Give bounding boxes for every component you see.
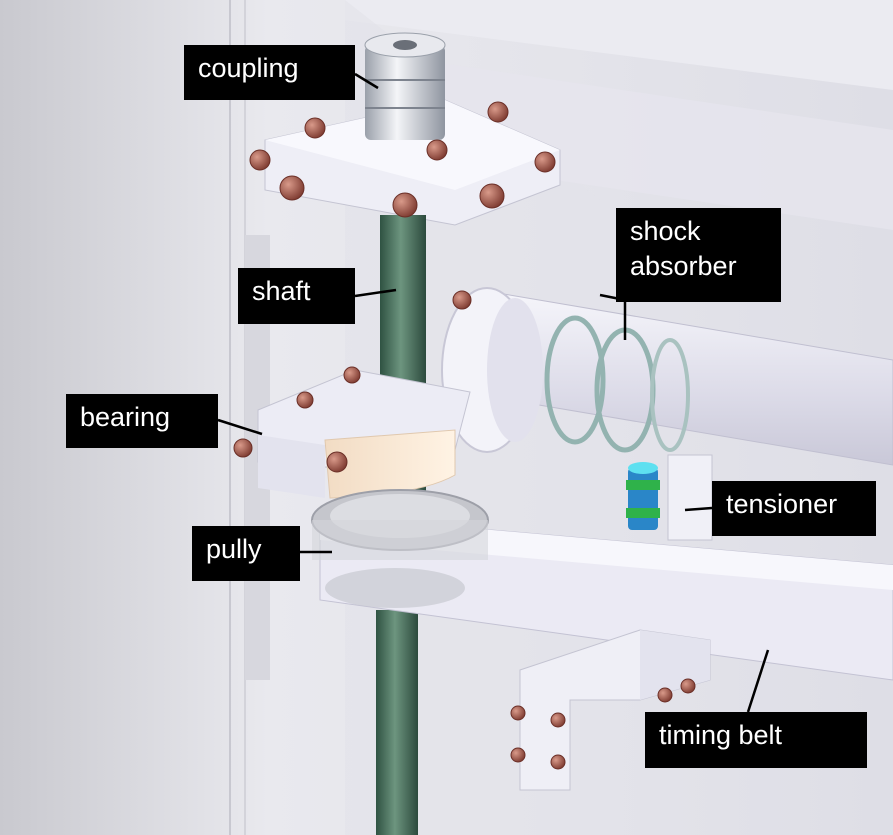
label-bearing-text: bearing [80, 402, 171, 432]
label-tensioner-text: tensioner [726, 489, 838, 519]
label-bearing: bearing [66, 394, 218, 448]
label-coupling: coupling [184, 45, 355, 100]
label-coupling-text: coupling [198, 53, 299, 83]
label-shock-absorber-line2: absorber [630, 250, 737, 281]
label-shock-absorber-line1: shock [630, 216, 701, 246]
label-shaft-text: shaft [252, 276, 311, 306]
label-shock-absorber: shock absorber [616, 208, 781, 302]
label-tensioner: tensioner [712, 481, 876, 536]
label-pully-text: pully [206, 534, 262, 564]
label-shaft: shaft [238, 268, 355, 324]
label-timing-belt-text: timing belt [659, 720, 783, 750]
label-timing-belt: timing belt [645, 712, 867, 768]
label-pully: pully [192, 526, 300, 581]
